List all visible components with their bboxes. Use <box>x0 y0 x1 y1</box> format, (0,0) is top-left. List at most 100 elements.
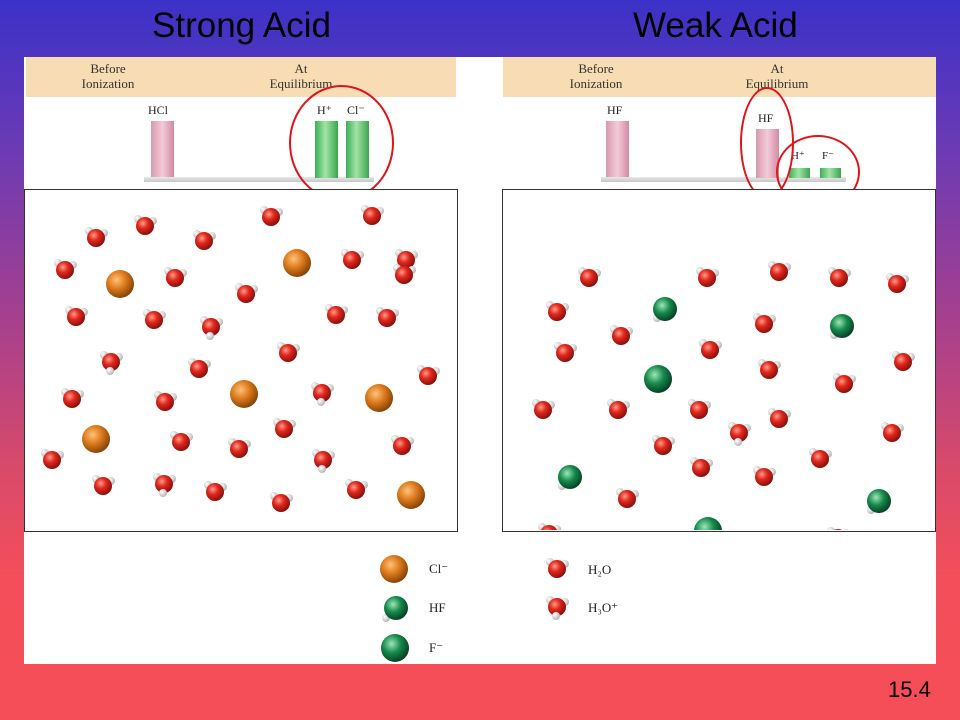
water-molecule <box>170 431 193 451</box>
water-molecule <box>690 457 713 477</box>
water-molecule <box>277 342 300 362</box>
chloride-ion <box>230 380 258 408</box>
hydronium-molecule <box>312 449 335 473</box>
water-molecule <box>65 306 88 326</box>
water-molecule <box>809 448 832 468</box>
water-molecule <box>134 215 157 235</box>
water-molecule <box>61 388 84 408</box>
legend-icons <box>380 555 569 662</box>
hf-molecule <box>867 489 891 514</box>
water-legend-icon <box>546 558 569 578</box>
legend-h3o-label: H₃O⁺ <box>588 600 619 615</box>
strong-after-header: At Equilibrium <box>269 61 333 91</box>
water-molecule <box>532 399 555 419</box>
strong-acid-beaker <box>24 189 458 532</box>
water-molecule <box>361 205 384 225</box>
water-molecule <box>228 438 251 458</box>
water-molecule <box>610 325 633 345</box>
hf-molecule <box>830 314 854 339</box>
water-molecule <box>41 449 64 469</box>
slide-number: 15.4 <box>888 677 931 702</box>
water-molecule <box>164 267 187 287</box>
legend-f-label: F⁻ <box>429 640 444 655</box>
water-molecule <box>768 261 791 281</box>
weak-after-header: At Equilibrium <box>745 61 809 91</box>
water-molecule <box>273 418 296 438</box>
weak-before-header: Before Ionization <box>569 61 623 91</box>
chloride-ion <box>106 270 134 298</box>
water-molecule <box>538 523 561 530</box>
water-molecule <box>688 399 711 419</box>
strong-shelf <box>144 177 374 182</box>
chloride-ion <box>397 481 425 509</box>
hcl-bar <box>151 121 174 178</box>
hydronium-molecule <box>200 316 223 340</box>
chloride-legend-icon <box>380 555 408 583</box>
water-molecule <box>325 304 348 324</box>
weak-header-band: Before Ionization At Equilibrium <box>503 57 936 97</box>
water-molecule <box>235 283 258 303</box>
chloride-ion <box>365 384 393 412</box>
hydronium-legend-icon <box>546 596 569 620</box>
water-molecule <box>758 359 781 379</box>
chloride-ion <box>82 425 110 453</box>
chloride-ion <box>283 249 311 277</box>
water-molecule <box>827 527 850 530</box>
water-molecule <box>143 309 166 329</box>
strong-molecules <box>41 205 440 512</box>
strong-before-header: Before Ionization <box>81 61 135 91</box>
water-molecule <box>753 313 776 333</box>
water-molecule <box>376 307 399 327</box>
water-molecule <box>652 435 675 455</box>
water-molecule <box>204 481 227 501</box>
water-molecule <box>260 206 283 226</box>
hf-molecule <box>558 465 582 490</box>
weak-acid-beaker <box>502 189 936 532</box>
water-molecule <box>578 267 601 287</box>
fluoride-ion <box>644 365 672 393</box>
water-molecule <box>699 339 722 359</box>
water-molecule <box>270 492 293 512</box>
water-molecule <box>753 466 776 486</box>
fluoride-ion <box>694 517 722 530</box>
hydronium-molecule <box>311 382 334 406</box>
water-molecule <box>833 373 856 393</box>
water-molecule <box>546 301 569 321</box>
water-molecule <box>391 435 414 455</box>
figure-panel: Before Ionization At Equilibrium Before … <box>24 57 936 664</box>
hydronium-molecule <box>728 422 751 446</box>
hf-legend-icon <box>384 596 408 620</box>
water-molecule <box>554 342 577 362</box>
weak-molecules <box>532 261 915 530</box>
fluoride-legend-icon <box>381 634 409 662</box>
weak-shelf <box>601 177 846 182</box>
water-molecule <box>393 264 416 284</box>
water-molecule <box>154 391 177 411</box>
hydronium-molecule <box>153 473 176 497</box>
hf-before-label: HF <box>607 103 623 117</box>
water-molecule <box>768 408 791 428</box>
legend-cl-label: Cl⁻ <box>429 561 449 576</box>
water-molecule <box>616 488 639 508</box>
water-molecule <box>828 267 851 287</box>
water-molecule <box>85 227 108 247</box>
water-molecule <box>892 351 915 371</box>
water-molecule <box>881 422 904 442</box>
hydronium-molecule <box>100 351 123 375</box>
water-molecule <box>193 230 216 250</box>
hf-before-bar <box>606 121 629 178</box>
water-molecule <box>188 358 211 378</box>
hf-molecule <box>653 297 677 322</box>
water-molecule <box>54 259 77 279</box>
water-molecule <box>92 475 115 495</box>
legend-h2o-label: H₂O <box>588 562 612 577</box>
water-molecule <box>417 365 440 385</box>
water-molecule <box>886 273 909 293</box>
weak-acid-title: Weak Acid <box>633 6 798 45</box>
strong-header-band: Before Ionization At Equilibrium <box>26 57 456 97</box>
hcl-label: HCl <box>148 103 169 117</box>
water-molecule <box>345 479 368 499</box>
water-molecule <box>341 249 364 269</box>
water-molecule <box>607 399 630 419</box>
strong-acid-title: Strong Acid <box>152 6 331 45</box>
